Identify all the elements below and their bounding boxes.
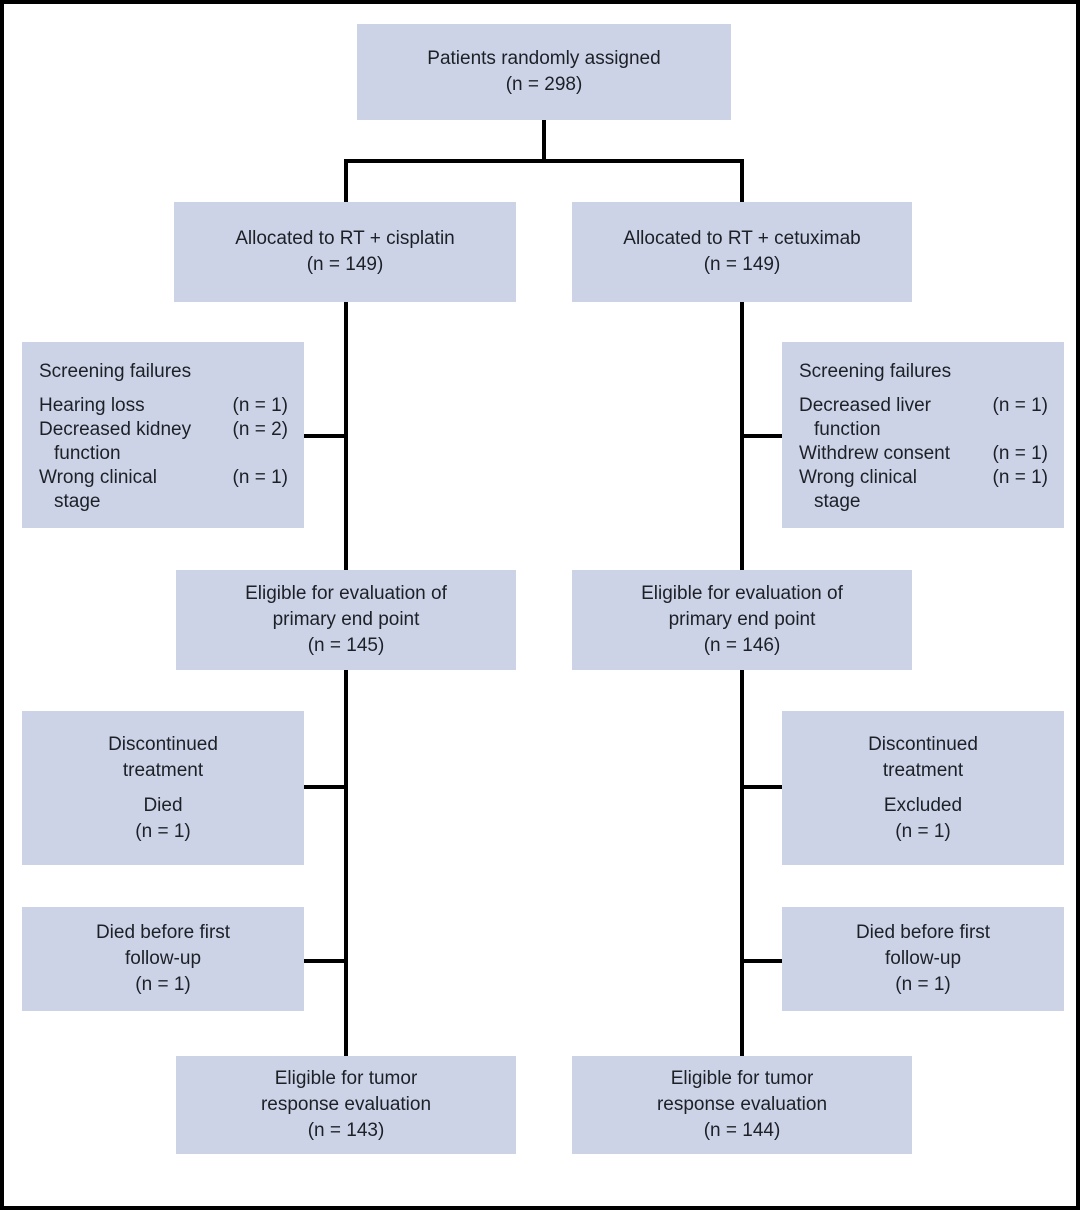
box-screening-failures-left: Screening failures Hearing loss (n = 1) …: [22, 342, 304, 528]
screening-title: Screening failures: [799, 361, 952, 382]
box-text-line: (n = 149): [306, 254, 384, 275]
box-text-line: Died before first: [95, 922, 231, 943]
box-text-line: Discontinued: [108, 733, 218, 755]
screening-label: Wrong clinical: [39, 467, 157, 488]
screening-count: (n = 1): [232, 395, 288, 416]
box-allocated-cisplatin: Allocated to RT + cisplatin (n = 149): [174, 202, 516, 302]
connector-left-screening: [302, 434, 348, 438]
connector-left-main-vertical: [344, 300, 348, 1058]
box-text-line: follow-up: [124, 948, 202, 969]
box-text-line: Eligible for evaluation of: [245, 583, 447, 604]
box-eligible-primary-right: Eligible for evaluation of primary end p…: [572, 570, 912, 670]
box-discontinued-left: Discontinued treatment Died (n = 1): [22, 711, 304, 865]
box-text-line: primary end point: [668, 609, 816, 630]
box-text-line: Died: [143, 794, 183, 816]
box-text-line: (n = 1): [895, 820, 951, 842]
box-text-line: Patients randomly assigned: [427, 48, 661, 69]
screening-label: Decreased liver: [799, 395, 931, 416]
screening-count: (n = 1): [232, 467, 288, 488]
box-text-line: Eligible for evaluation of: [641, 583, 843, 604]
box-text-line: primary end point: [272, 609, 420, 630]
box-died-followup-right: Died before first follow-up (n = 1): [782, 907, 1064, 1011]
box-text-line: (n = 298): [505, 74, 583, 95]
box-text-line: (n = 144): [703, 1120, 781, 1141]
box-text-line: Eligible for tumor: [274, 1068, 418, 1089]
screening-count: (n = 1): [992, 467, 1048, 488]
connector-right-died: [742, 959, 784, 963]
screening-label: stage: [814, 491, 861, 512]
box-eligible-tumor-right: Eligible for tumor response evaluation (…: [572, 1056, 912, 1154]
screening-label: Decreased kidney: [39, 419, 192, 440]
box-text-line: Discontinued: [868, 733, 978, 755]
screening-row: Wrong clinical (n = 1): [39, 466, 288, 490]
screening-label: Withdrew consent: [799, 443, 951, 464]
box-allocated-cetuximab: Allocated to RT + cetuximab (n = 149): [572, 202, 912, 302]
screening-label: function: [814, 419, 881, 440]
connector-left-drop: [344, 159, 348, 204]
box-text-line: Eligible for tumor: [670, 1068, 814, 1089]
box-eligible-tumor-left: Eligible for tumor response evaluation (…: [176, 1056, 516, 1154]
box-text-line: (n = 143): [307, 1120, 385, 1141]
box-discontinued-right: Discontinued treatment Excluded (n = 1): [782, 711, 1064, 865]
box-text-line: Excluded: [883, 794, 963, 816]
connector-left-discontinued: [302, 785, 348, 789]
screening-row-continuation: function: [799, 418, 1048, 442]
box-text-line: (n = 149): [703, 254, 781, 275]
screening-row: Hearing loss (n = 1): [39, 394, 288, 418]
screening-row: Decreased liver (n = 1): [799, 394, 1048, 418]
box-patients-randomized: Patients randomly assigned (n = 298): [357, 24, 731, 120]
box-died-followup-left: Died before first follow-up (n = 1): [22, 907, 304, 1011]
connector-right-screening: [742, 434, 784, 438]
box-text-line: treatment: [122, 759, 204, 781]
screening-row-continuation: stage: [799, 490, 1048, 514]
connector-right-discontinued: [742, 785, 784, 789]
box-text-line: follow-up: [884, 948, 962, 969]
screening-count: (n = 2): [232, 419, 288, 440]
screening-row: Wrong clinical (n = 1): [799, 466, 1048, 490]
box-screening-failures-right: Screening failures Decreased liver (n = …: [782, 342, 1064, 528]
connector-left-died: [302, 959, 348, 963]
screening-row-continuation: function: [39, 442, 288, 466]
box-text-line: Allocated to RT + cetuximab: [623, 228, 861, 249]
box-text-line: treatment: [882, 759, 964, 781]
box-eligible-primary-left: Eligible for evaluation of primary end p…: [176, 570, 516, 670]
box-text-line: response evaluation: [260, 1094, 432, 1115]
box-text-line: response evaluation: [656, 1094, 828, 1115]
box-text-line: (n = 146): [703, 635, 781, 656]
screening-label: stage: [54, 491, 101, 512]
box-text-line: Died before first: [855, 922, 991, 943]
screening-row: Decreased kidney (n = 2): [39, 418, 288, 442]
box-text-line: Allocated to RT + cisplatin: [235, 228, 455, 249]
box-text-line: (n = 1): [135, 820, 191, 842]
connector-right-drop: [740, 159, 744, 204]
screening-count: (n = 1): [992, 395, 1048, 416]
screening-row: Withdrew consent (n = 1): [799, 442, 1048, 466]
connector-top-vertical: [542, 118, 546, 163]
screening-label: Hearing loss: [39, 395, 145, 416]
screening-label: function: [54, 443, 121, 464]
box-text-line: (n = 145): [307, 635, 385, 656]
screening-count: (n = 1): [992, 443, 1048, 464]
screening-label: Wrong clinical: [799, 467, 917, 488]
screening-row-continuation: stage: [39, 490, 288, 514]
box-text-line: (n = 1): [895, 974, 951, 995]
connector-right-main-vertical: [740, 300, 744, 1058]
connector-split-horizontal: [344, 159, 744, 163]
screening-title: Screening failures: [39, 361, 192, 382]
box-text-line: (n = 1): [135, 974, 191, 995]
